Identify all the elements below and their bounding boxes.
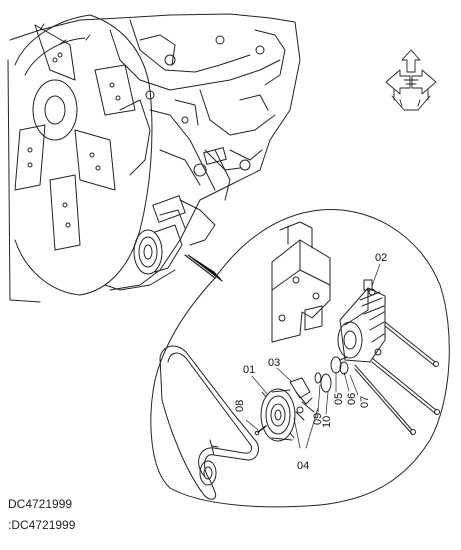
- detail-bubble-outline: [150, 208, 450, 508]
- part-label-02: 02: [375, 252, 388, 264]
- mounting-bolts: [354, 321, 440, 435]
- callout-pointer: [184, 254, 216, 279]
- part-label-10: 10: [321, 415, 333, 428]
- part-label-08: 08: [234, 399, 246, 412]
- engine-assembly: [9, 13, 301, 291]
- mounting-bracket: [271, 221, 331, 343]
- clutch-bolt: [257, 425, 267, 433]
- drive-belt: [159, 345, 259, 500]
- compressor: [337, 279, 386, 363]
- cooling-fan: [7, 14, 153, 303]
- part-label-07: 07: [359, 395, 371, 408]
- drawing-code: DC4721999: [8, 497, 73, 511]
- part-label-06: 06: [346, 392, 358, 405]
- part-label-04: 04: [297, 460, 310, 472]
- part-label-01: 01: [243, 364, 256, 376]
- part-label-03: 03: [268, 357, 281, 369]
- part-label-05: 05: [333, 392, 345, 405]
- orientation-arrows-icon: [385, 49, 437, 111]
- clutch-coil: [289, 377, 315, 421]
- clutch-pulley: [260, 388, 296, 442]
- leader-lines: [245, 263, 381, 449]
- figure-caption: :DC4721999: [8, 518, 76, 532]
